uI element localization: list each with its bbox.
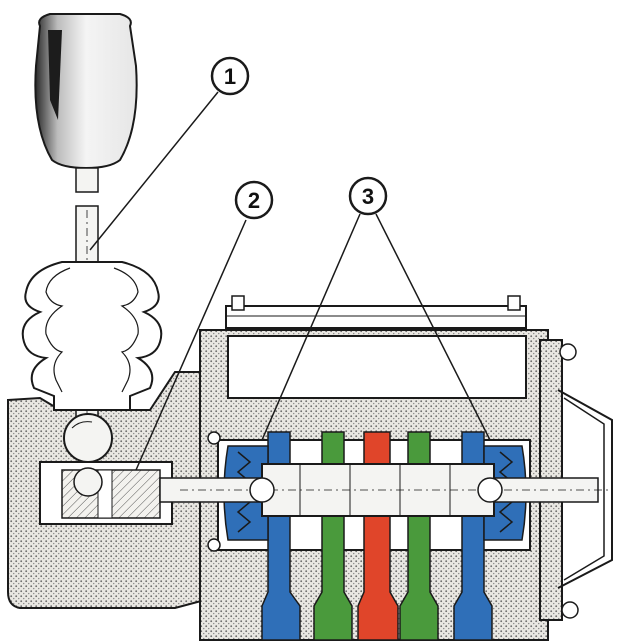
leader-2 <box>135 219 247 471</box>
leader-1 <box>89 91 219 251</box>
callout-leaders <box>89 91 491 471</box>
rubber-boot-icon <box>21 261 163 411</box>
callout-2: 2 <box>234 180 274 220</box>
callout-1-label: 1 <box>224 64 236 89</box>
selector-housing-left <box>7 371 206 609</box>
leader-3a <box>261 213 361 441</box>
callout-3-label: 3 <box>362 184 374 209</box>
gear-knob-icon <box>34 13 138 193</box>
leader-3b <box>375 213 491 441</box>
selector-shaft <box>159 463 610 517</box>
callout-3: 3 <box>348 176 388 216</box>
callout-1: 1 <box>210 56 250 96</box>
ball-joint-icon <box>63 413 113 497</box>
callout-2-label: 2 <box>248 188 260 213</box>
